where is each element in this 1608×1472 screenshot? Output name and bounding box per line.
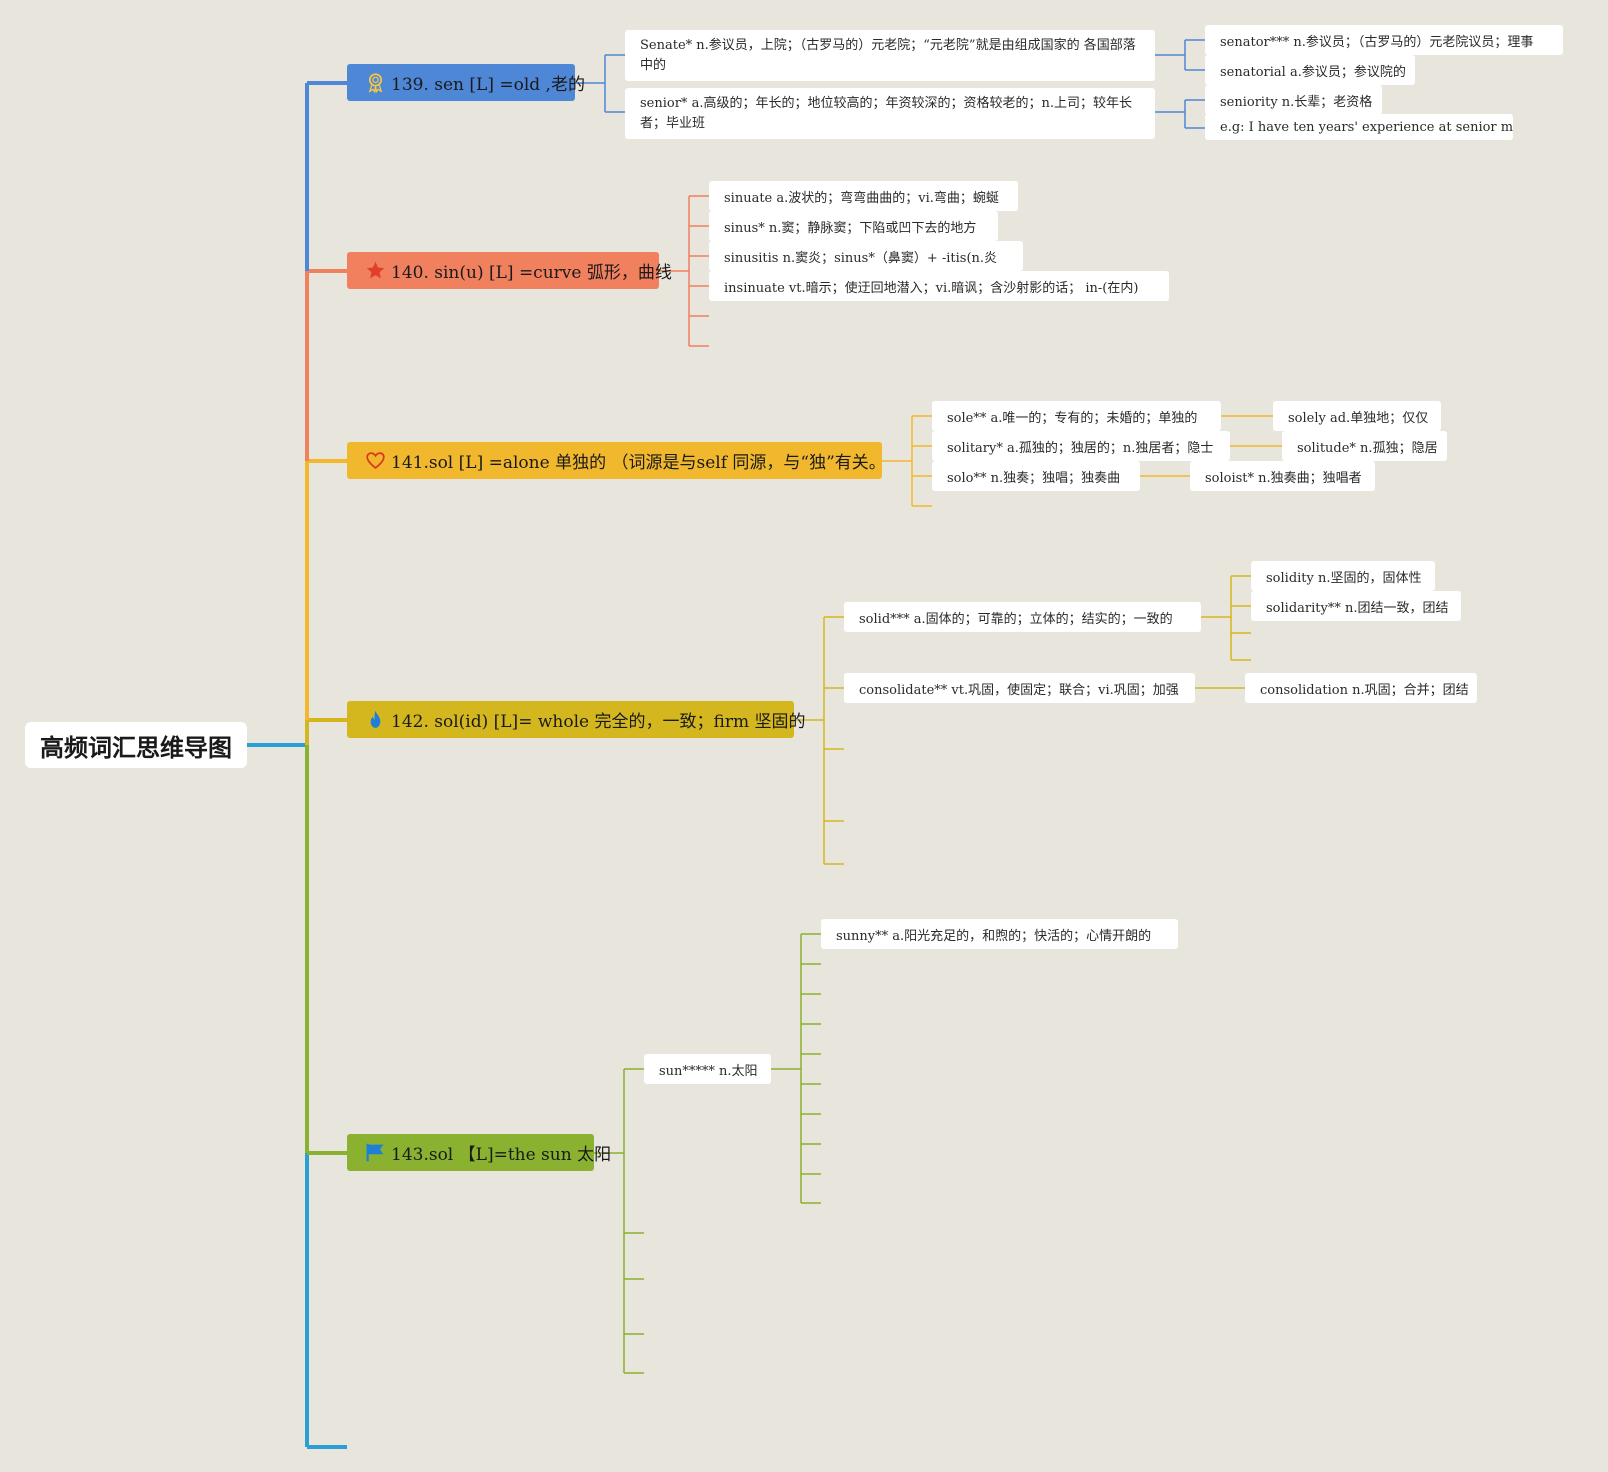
- sin-branch-lines: [659, 195, 709, 347]
- leaf-senate-text: Senate* n.参议员，上院；（古罗马的）元老院；“元老院”就是由组成国家的…: [640, 37, 1136, 73]
- leaf-sun[interactable]: sun***** n.太阳: [644, 1054, 771, 1084]
- sun-branch-lines: [594, 933, 821, 1374]
- leaf-solo[interactable]: solo** n.独奏；独唱；独奏曲: [932, 461, 1140, 491]
- leaf-senior-example[interactable]: e.g: I have ten years' experience at sen…: [1205, 114, 1513, 140]
- leaf-solidity-text: solidity n.坚固的，固体性: [1266, 570, 1422, 586]
- topic-sin-label: 140. sin(u) [L] =curve 弧形，曲线: [391, 263, 672, 283]
- ribbon-icon: [368, 73, 383, 93]
- topic-sen-label: 139. sen [L] =old ,老的: [391, 75, 585, 95]
- leaf-senior-example-text: e.g: I have ten years' experience at sen…: [1220, 119, 1513, 135]
- leaf-sun-text: sun***** n.太阳: [659, 1063, 758, 1079]
- leaf-solitude[interactable]: solitude* n.孤独；隐居: [1282, 431, 1447, 461]
- leaf-solitude-text: solitude* n.孤独；隐居: [1297, 440, 1438, 456]
- leaf-solid[interactable]: solid*** a.固体的；可靠的；立体的；结实的；一致的: [844, 602, 1201, 632]
- leaf-sinuate[interactable]: sinuate a.波状的；弯弯曲曲的；vi.弯曲；蜿蜒: [709, 181, 1018, 211]
- flag-icon: [366, 1143, 384, 1162]
- topic-sol-alone[interactable]: 141.sol [L] =alone 单独的 （词源是与self 同源，与“独”…: [347, 442, 886, 479]
- star-icon: [366, 261, 385, 279]
- sol-branch-lines: [882, 415, 1282, 507]
- topic-sin[interactable]: 140. sin(u) [L] =curve 弧形，曲线: [347, 252, 672, 289]
- leaf-senator-text: senator*** n.参议员；（古罗马的）元老院议员；理事: [1220, 34, 1534, 50]
- leaf-seniority[interactable]: seniority n.长辈；老资格: [1205, 85, 1382, 115]
- leaf-sunny-text: sunny** a.阳光充足的，和煦的；快活的；心情开朗的: [836, 928, 1152, 944]
- leaf-soloist[interactable]: soloist* n.独奏曲；独唱者: [1190, 461, 1375, 491]
- leaf-soloist-text: soloist* n.独奏曲；独唱者: [1205, 470, 1362, 486]
- leaf-solid-text: solid*** a.固体的；可靠的；立体的；结实的；一致的: [859, 611, 1173, 627]
- leaf-solidarity[interactable]: solidarity** n.团结一致，团结: [1251, 591, 1461, 621]
- leaf-sole-text: sole** a.唯一的；专有的；未婚的；单独的: [947, 410, 1198, 426]
- leaf-solidity[interactable]: solidity n.坚固的，固体性: [1251, 561, 1435, 591]
- leaf-consolidation-text: consolidation n.巩固；合并；团结: [1260, 682, 1469, 698]
- leaf-senatorial-text: senatorial a.参议员；参议院的: [1220, 64, 1406, 80]
- leaf-solo-text: solo** n.独奏；独唱；独奏曲: [947, 470, 1121, 486]
- leaf-consolidation[interactable]: consolidation n.巩固；合并；团结: [1245, 673, 1477, 703]
- root-title: 高频词汇思维导图: [40, 733, 232, 762]
- leaf-senior[interactable]: senior* a.高级的；年长的；地位较高的；年资较深的；资格较老的；n.上司…: [625, 88, 1155, 139]
- leaf-sinus-text: sinus* n.窦；静脉窦；下陷或凹下去的地方: [724, 220, 977, 236]
- topic-sun-label: 143.sol 【L]=the sun 太阳: [391, 1145, 612, 1165]
- trunk-lines: [247, 81, 347, 1449]
- leaf-sinusitis-text: sinusitis n.窦炎；sinus*（鼻窦）+ -itis(n.炎: [724, 250, 998, 266]
- leaf-senatorial[interactable]: senatorial a.参议员；参议院的: [1205, 55, 1415, 85]
- leaf-sinusitis[interactable]: sinusitis n.窦炎；sinus*（鼻窦）+ -itis(n.炎: [709, 241, 1023, 271]
- leaf-insinuate-text: insinuate vt.暗示；使迂回地潜入；vi.暗讽；含沙射影的话； in-…: [724, 280, 1139, 296]
- leaf-sinuate-text: sinuate a.波状的；弯弯曲曲的；vi.弯曲；蜿蜒: [724, 190, 999, 206]
- leaf-insinuate[interactable]: insinuate vt.暗示；使迂回地潜入；vi.暗讽；含沙射影的话； in-…: [709, 271, 1169, 301]
- leaf-senator[interactable]: senator*** n.参议员；（古罗马的）元老院议员；理事: [1205, 25, 1563, 55]
- sen-branch-lines: [575, 39, 1205, 129]
- flame-icon: [370, 710, 381, 728]
- leaf-sole[interactable]: sole** a.唯一的；专有的；未婚的；单独的: [932, 401, 1221, 431]
- leaf-solely-text: solely ad.单独地；仅仅: [1288, 410, 1429, 426]
- topic-sun[interactable]: 143.sol 【L]=the sun 太阳: [347, 1134, 611, 1171]
- leaf-senate[interactable]: Senate* n.参议员，上院；（古罗马的）元老院；“元老院”就是由组成国家的…: [625, 30, 1155, 81]
- topic-solid-label: 142. sol(id) [L]= whole 完全的，一致；firm 坚固的: [391, 712, 806, 732]
- leaf-sunny[interactable]: sunny** a.阳光充足的，和煦的；快活的；心情开朗的: [821, 919, 1178, 949]
- leaf-senior-text: senior* a.高级的；年长的；地位较高的；年资较深的；资格较老的；n.上司…: [640, 95, 1132, 131]
- leaf-solitary-text: solitary* a.孤独的；独居的；n.独居者；隐士: [947, 440, 1214, 456]
- leaf-solidarity-text: solidarity** n.团结一致，团结: [1266, 600, 1449, 616]
- topic-sol-alone-label: 141.sol [L] =alone 单独的 （词源是与self 同源，与“独”…: [391, 453, 886, 473]
- leaf-consolidate[interactable]: consolidate** vt.巩固，使固定；联合；vi.巩固；加强: [844, 673, 1195, 703]
- leaf-solitary[interactable]: solitary* a.孤独的；独居的；n.独居者；隐士: [932, 431, 1230, 461]
- topic-solid[interactable]: 142. sol(id) [L]= whole 完全的，一致；firm 坚固的: [347, 701, 805, 738]
- topic-sen[interactable]: 139. sen [L] =old ,老的: [347, 64, 585, 101]
- leaf-consolidate-text: consolidate** vt.巩固，使固定；联合；vi.巩固；加强: [859, 682, 1179, 698]
- leaf-sinus[interactable]: sinus* n.窦；静脉窦；下陷或凹下去的地方: [709, 211, 998, 241]
- leaf-solely[interactable]: solely ad.单独地；仅仅: [1273, 401, 1441, 431]
- heart-icon: [366, 452, 385, 470]
- root-node[interactable]: 高频词汇思维导图: [25, 722, 247, 768]
- leaf-seniority-text: seniority n.长辈；老资格: [1220, 94, 1373, 110]
- solid-branch-lines: [794, 575, 1251, 865]
